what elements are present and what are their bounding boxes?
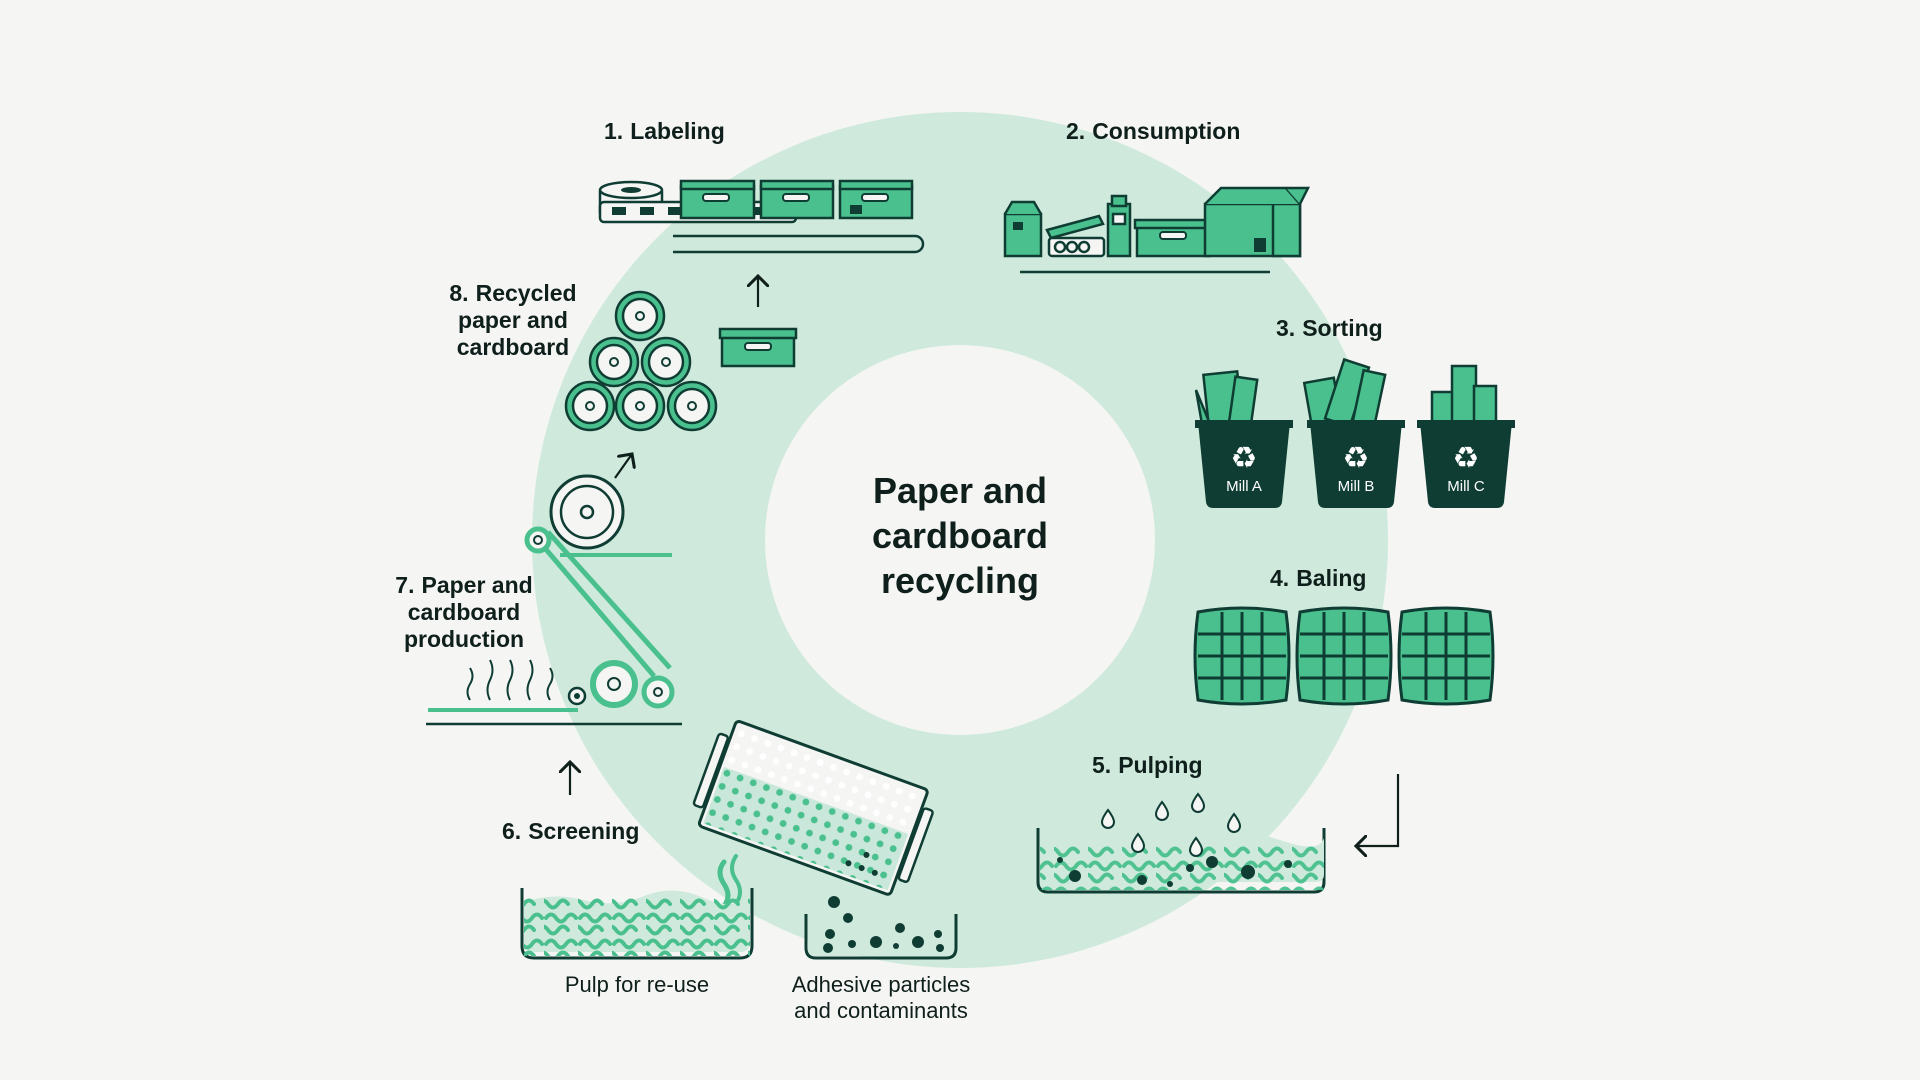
step-text: Consumption [1092,118,1241,144]
bin-label-mill-c: Mill C [1447,478,1485,495]
step-text-line: cardboard [456,334,570,360]
step-number: 4. [1270,565,1290,591]
step-number: 5. [1092,752,1112,778]
sorting-illustration: ♻ ♻ ♻ [1194,357,1515,508]
egg-carton-icon [1045,214,1106,258]
bale-icon [1193,606,1291,706]
step-label-production: 7.Paper and cardboard production [384,572,544,653]
svg-text:♻: ♻ [1453,441,1480,476]
open-box-icon [1203,186,1311,258]
svg-text:♻: ♻ [1231,441,1258,476]
step-label-sorting: 3.Sorting [1276,315,1383,342]
bin-label-mill-a: Mill A [1226,478,1262,495]
step-text: Sorting [1302,315,1383,341]
baling-illustration [1193,606,1495,706]
pulp-tank-icon [520,888,754,960]
step-label-pulping: 5.Pulping [1092,752,1203,779]
pulping-illustration [1036,774,1400,894]
step-number: 3. [1276,315,1296,341]
bottle-carton-icon [1106,194,1132,258]
step-number: 2. [1066,118,1086,144]
bale-icon [1397,606,1495,706]
bin-mill-c-icon: ♻ [1417,364,1515,508]
step-label-baling: 4.Baling [1270,565,1366,592]
step-text-line: production [403,626,525,652]
production-illustration [426,454,682,726]
caption-line: Pulp for re-use [564,972,710,997]
labeled-boxes-icon [679,179,914,220]
bin-label-mill-b: Mill B [1337,478,1375,495]
paper-machine-rollers-icon [524,474,675,709]
caption-pulp-for-reuse: Pulp for re-use [537,972,737,998]
diagram-title-line: recycling [880,560,1040,601]
step-text: 7.Paper and [384,572,544,599]
caption-line: and contaminants [794,998,968,1023]
bin-mill-b-icon: ♻ [1302,357,1405,508]
step-text: Pulping [1118,752,1203,778]
contaminants-tank-icon [804,896,958,960]
step-number: 7. [395,572,415,598]
svg-text:♻: ♻ [1343,441,1370,476]
steam-icon [466,659,554,701]
step-text: Screening [528,818,640,844]
step-text: Labeling [630,118,725,144]
diagram-title-line: Paper and [872,470,1048,511]
step-text-line: Recycled [475,280,577,306]
step-label-labeling: 1.Labeling [604,118,725,145]
step-text-line: paper and [458,307,568,333]
screening-illustration [520,719,958,960]
step-label-recycled: 8.Recycled paper and cardboard [438,280,588,361]
step-text-line: cardboard [407,599,521,625]
step-label-screening: 6.Screening [502,818,639,845]
caption-line: Adhesive particles [791,972,971,997]
step-text: Baling [1296,565,1367,591]
rotating-drum-icon [692,719,934,896]
caption-adhesive-contaminants: Adhesive particles and contaminants [770,972,992,1024]
flat-box-icon [1133,218,1213,258]
carton-icon [1003,200,1043,258]
paper-rolls-illustration [564,290,718,432]
step-text: 8.Recycled [438,280,588,307]
water-drop-icon [1100,792,1242,857]
diagram-title: Paper and cardboard recycling [810,468,1110,603]
step-label-consumption: 2.Consumption [1066,118,1240,145]
single-box-icon [718,327,798,368]
bin-mill-a-icon: ♻ [1194,369,1293,508]
labeling-illustration [598,179,925,368]
step-number: 8. [449,280,469,306]
consumption-illustration [1003,186,1311,274]
diagram-title-line: cardboard [871,515,1049,556]
step-number: 1. [604,118,624,144]
bale-icon [1295,606,1393,706]
step-text-line: Paper and [421,572,533,598]
step-number: 6. [502,818,522,844]
